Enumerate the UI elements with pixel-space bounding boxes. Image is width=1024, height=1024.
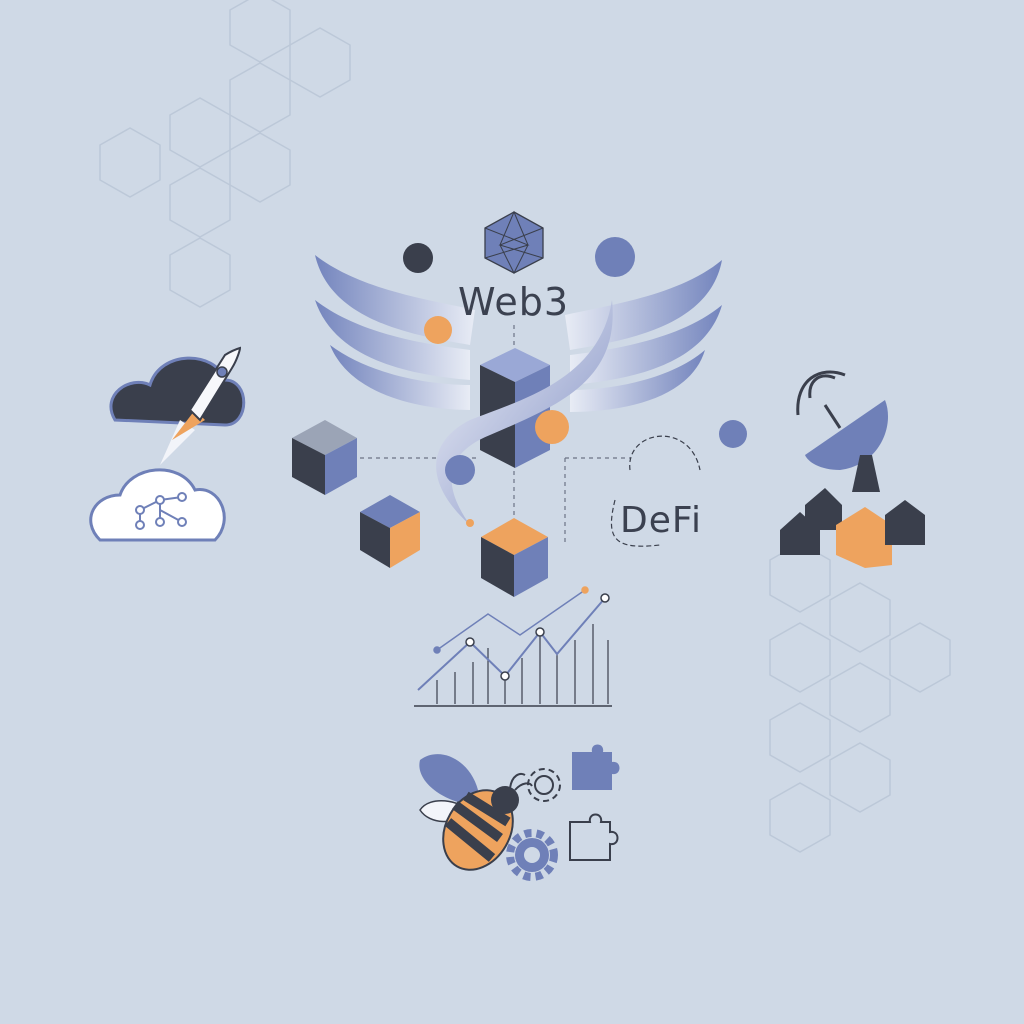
satellite-dish-icon	[796, 370, 888, 492]
polyhedron-icon	[484, 210, 544, 275]
swoosh-ribbon	[436, 300, 613, 525]
rocket-cloud-icon	[109, 346, 246, 465]
bee-icon	[419, 754, 533, 871]
line-chart-icon	[414, 586, 612, 707]
houses-icon	[780, 488, 925, 568]
puzzle-icon	[569, 813, 619, 861]
cube-icon	[360, 495, 420, 568]
network-cloud-icon	[89, 468, 226, 542]
defi-label: DeFi	[620, 500, 702, 541]
cube-icon	[481, 518, 548, 597]
web3-label: Web3	[458, 280, 570, 324]
gear-icon	[527, 768, 561, 802]
gear-icon	[506, 829, 558, 881]
chain-link-icon	[610, 435, 701, 547]
hexagon-grid-pattern	[99, 0, 951, 853]
cube-icon	[292, 420, 357, 495]
puzzle-icon	[572, 744, 620, 790]
wings-illustration	[315, 255, 722, 412]
orb-icon	[403, 237, 747, 527]
